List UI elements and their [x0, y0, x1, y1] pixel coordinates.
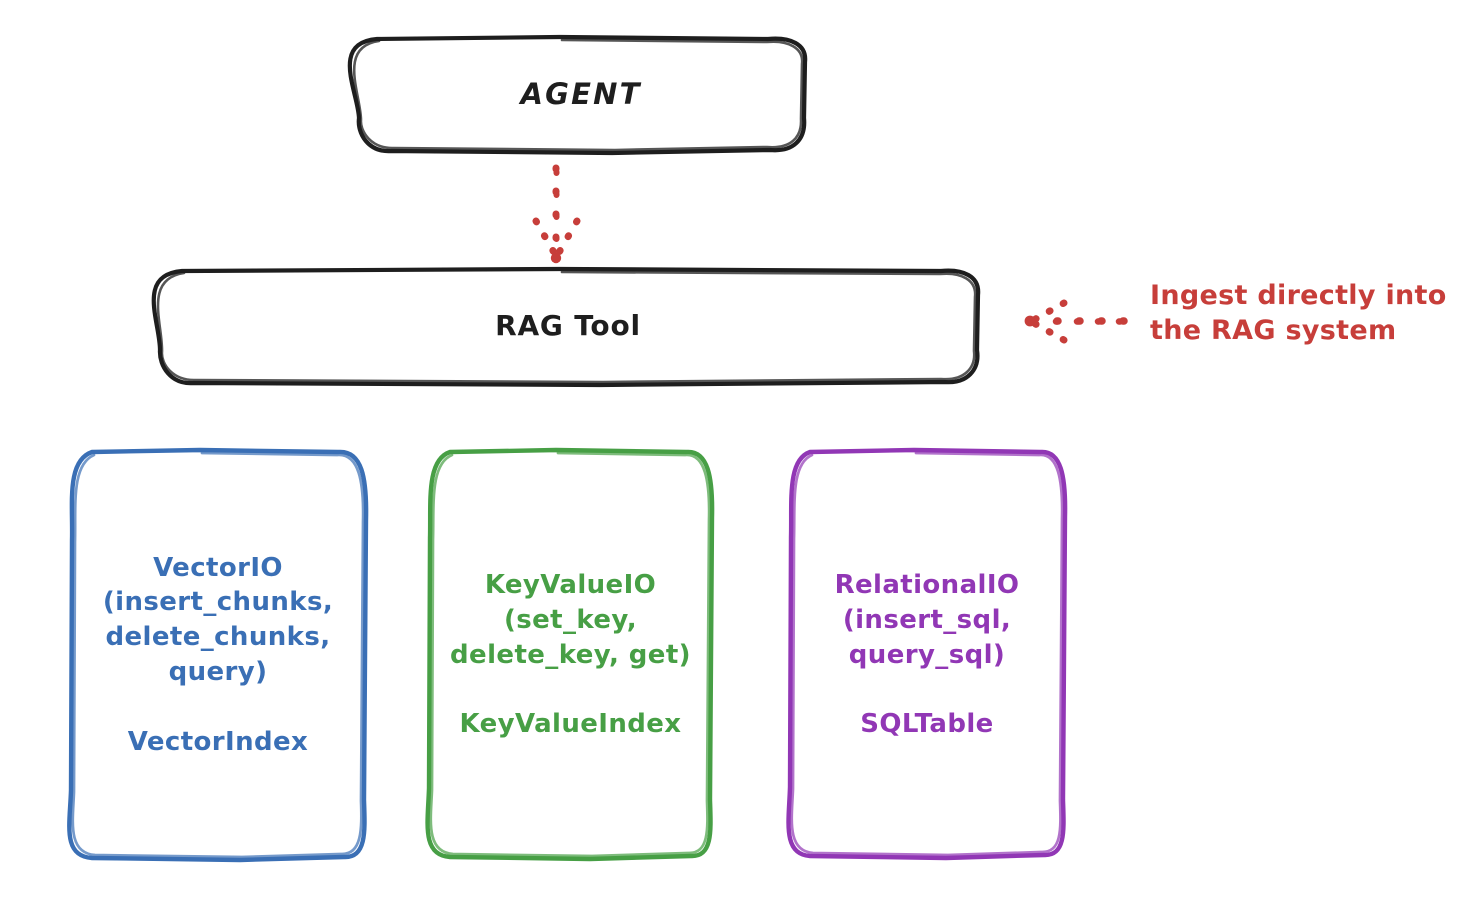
ingest-annotation-text: Ingest directly into the RAG system: [1150, 280, 1447, 347]
agent-node-label: AGENT: [520, 77, 642, 112]
ingest-to-rag-tool-arrow: [1024, 299, 1128, 344]
relational-io-node[interactable]: RelationalIO (insert_sql, query_sql) SQL…: [788, 450, 1066, 860]
vector-io-node-label: VectorIO (insert_chunks, delete_chunks, …: [102, 552, 334, 757]
rag-tool-node[interactable]: RAG Tool: [158, 270, 978, 383]
key-value-io-node[interactable]: KeyValueIO (set_key, delete_key, get) Ke…: [428, 450, 713, 860]
relational-io-node-label: RelationalIO (insert_sql, query_sql) SQL…: [834, 569, 1020, 740]
key-value-io-box-outline: [425, 447, 715, 862]
agent-box-outline: [347, 34, 808, 156]
rag-tool-box-outline: [151, 266, 981, 388]
vector-io-box-outline: [67, 447, 369, 863]
rag-tool-node-label: RAG Tool: [495, 309, 641, 343]
agent-to-rag-tool-arrow: [532, 164, 581, 264]
vector-io-node[interactable]: VectorIO (insert_chunks, delete_chunks, …: [70, 450, 366, 860]
key-value-io-node-label: KeyValueIO (set_key, delete_key, get) Ke…: [450, 569, 691, 740]
relational-io-box-outline: [786, 447, 1068, 861]
ingest-annotation: Ingest directly into the RAG system: [1150, 278, 1480, 348]
agent-node[interactable]: AGENT: [357, 38, 805, 152]
